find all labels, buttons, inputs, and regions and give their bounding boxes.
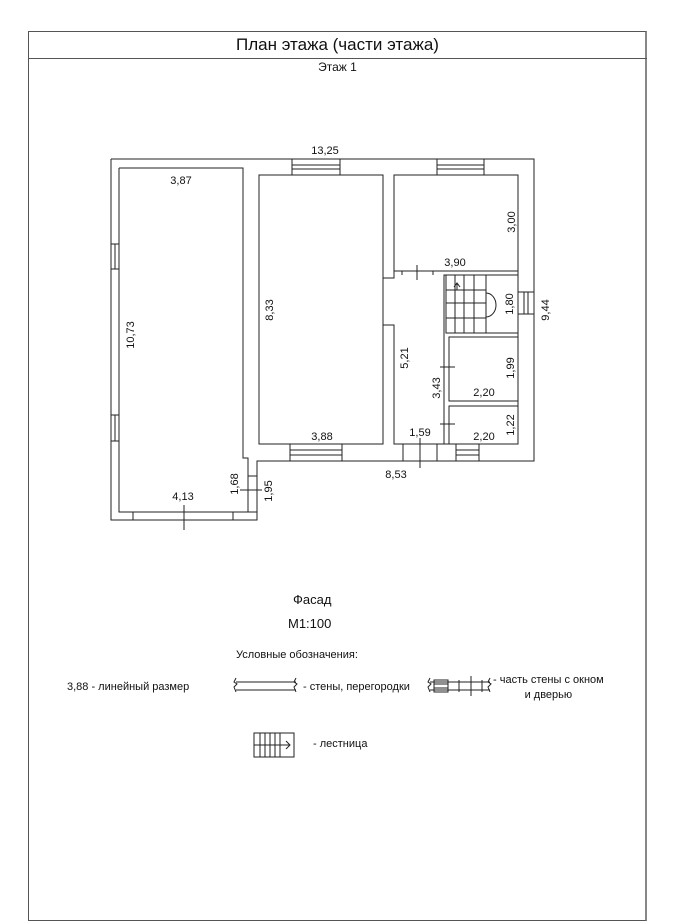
dim-room4-depth: 1,99	[505, 357, 517, 378]
dim-corridor-side: 3,43	[431, 377, 443, 398]
legend-title: Условные обозначения:	[236, 649, 358, 661]
page-title: План этажа (части этажа)	[28, 31, 647, 59]
room-2	[258, 174, 384, 445]
dim-room2-width: 3,88	[311, 431, 332, 443]
outer-wall	[110, 158, 535, 521]
window-door-legend-icon	[427, 676, 492, 696]
dim-stair-len: 1,80	[504, 293, 516, 314]
stairs-legend-icon	[253, 732, 295, 758]
dim-room5-depth: 1,22	[505, 414, 517, 435]
dim-room5-width: 2,20	[473, 431, 494, 443]
dim-room2-length: 8,33	[264, 299, 276, 320]
dim-corridor-len: 5,21	[399, 347, 411, 368]
legend-window-door-line2: и дверью	[524, 689, 573, 701]
legend-window-door-line1: - часть стены с окном	[493, 674, 604, 686]
room-1	[118, 167, 249, 513]
legend-walls: - стены, перегородки	[303, 681, 410, 693]
legend-stairs: - лестница	[313, 738, 368, 750]
doors	[132, 265, 455, 530]
scale-label: М1:100	[288, 616, 332, 631]
dim-room1-width: 3,87	[170, 175, 191, 187]
floor-label: Этаж 1	[318, 60, 357, 74]
stairs-icon	[446, 275, 497, 333]
corridor-stub	[382, 175, 395, 279]
dim-room4-width: 2,20	[473, 387, 494, 399]
legend-window-door: - часть стены с окном и дверью	[493, 673, 604, 703]
dim-room1-bottom: 4,13	[172, 491, 193, 503]
facade-label: Фасад	[293, 592, 332, 607]
dim-room3-width: 3,90	[444, 257, 465, 269]
dim-total-depth: 9,44	[540, 299, 552, 320]
dim-notch-inner: 1,68	[229, 473, 241, 494]
windows	[110, 158, 535, 513]
dim-bottom-width: 8,53	[385, 469, 406, 481]
dim-room1-length: 10,73	[125, 321, 137, 349]
legend-linear: 3,88 - линейный размер	[67, 681, 190, 693]
dim-room3-depth: 3,00	[506, 211, 518, 232]
wall-legend-icon	[233, 677, 298, 693]
dim-notch-outer: 1,95	[263, 480, 275, 501]
dim-corridor-width: 1,59	[409, 427, 430, 439]
dim-total-width: 13,25	[311, 145, 339, 157]
